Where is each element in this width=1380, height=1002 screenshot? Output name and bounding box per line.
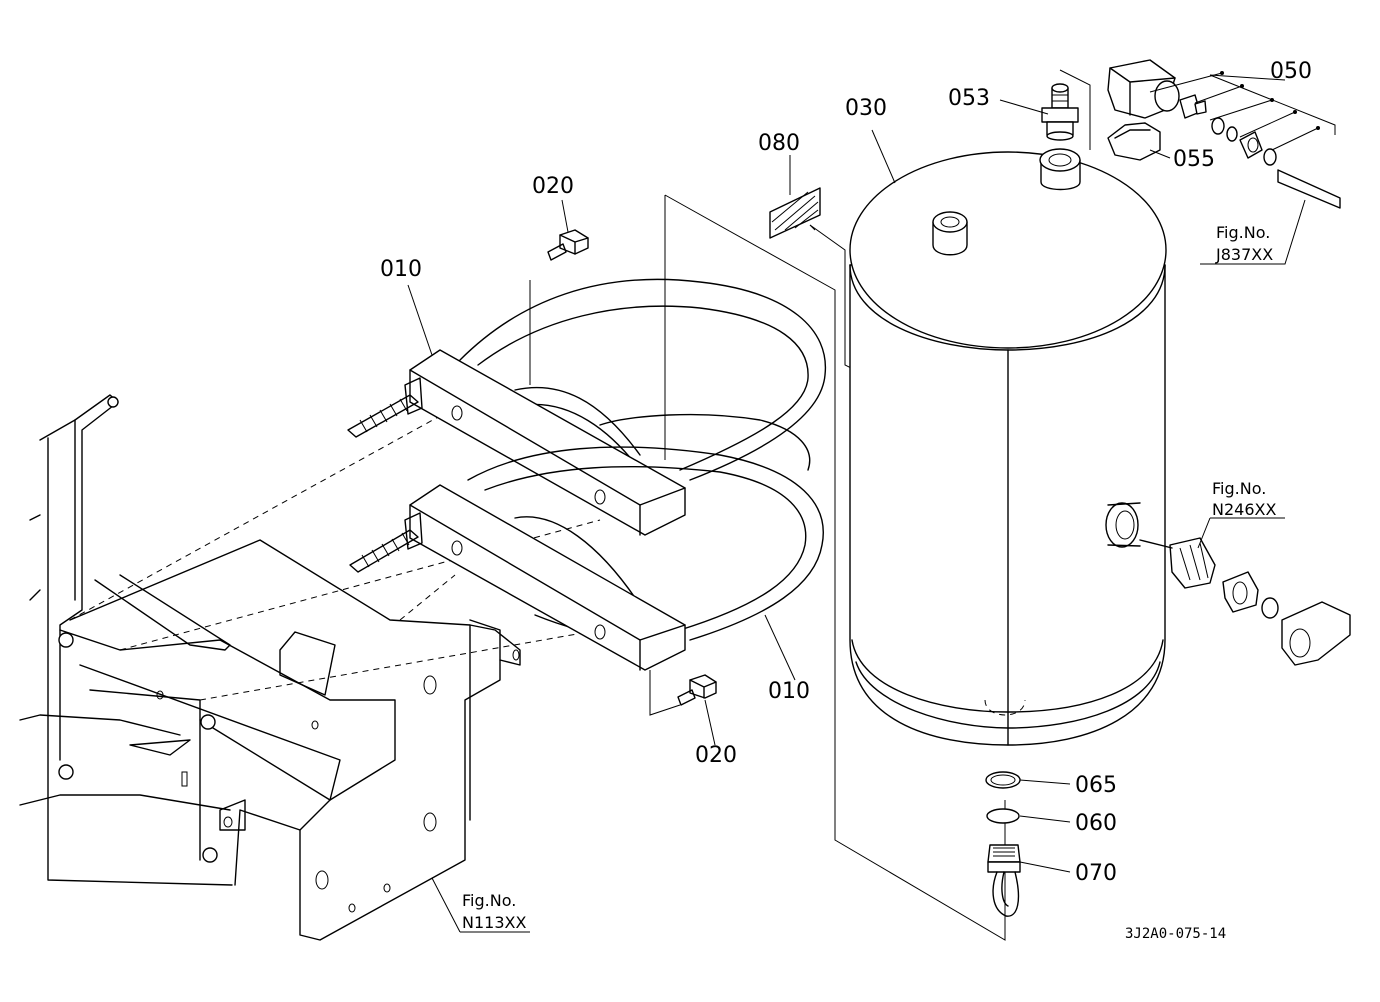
drain-parts: [985, 771, 1021, 917]
label-020-upper: 020: [532, 174, 574, 199]
drawing-code: 3J2A0-075-14: [1125, 926, 1226, 942]
figure-references: Fig.No. J837XX Fig.No. N246XX Fig.No. N1…: [462, 223, 1276, 932]
side-port-fittings: [1139, 537, 1351, 666]
warning-label-decal: [769, 187, 821, 239]
construction-lines: [664, 69, 1336, 941]
ref-n113-prefix: Fig.No.: [462, 891, 516, 910]
ref-n246-prefix: Fig.No.: [1212, 479, 1266, 498]
label-065: 065: [1075, 773, 1117, 798]
fitting-053: [1041, 83, 1079, 141]
label-070: 070: [1075, 861, 1117, 886]
label-010-lower: 010: [768, 679, 810, 704]
label-030: 030: [845, 96, 887, 121]
label-010-upper: 010: [380, 257, 422, 282]
label-053: 053: [948, 86, 990, 111]
label-050: 050: [1270, 59, 1312, 84]
lower-tank-strap: [349, 446, 824, 671]
valve-assembly-050: [1107, 59, 1341, 209]
mounting-guide-lines: [69, 280, 681, 716]
label-060: 060: [1075, 811, 1117, 836]
label-055: 055: [1173, 147, 1215, 172]
upper-tank-strap: [347, 278, 827, 536]
cap-055: [1107, 122, 1161, 161]
ref-n246-code: N246XX: [1212, 500, 1276, 519]
part-number-labels: 010 010 020 020 030 050 053 055 060 065 …: [380, 59, 1312, 886]
ref-j837-prefix: Fig.No.: [1216, 223, 1270, 242]
frame-bracket: [19, 394, 521, 941]
bolt-upper: [547, 229, 589, 261]
bolt-lower: [677, 674, 717, 706]
air-tank: [849, 148, 1167, 746]
leader-lines: [407, 74, 1306, 933]
ref-n113-code: N113XX: [462, 913, 526, 932]
label-020-lower: 020: [695, 743, 737, 768]
label-080: 080: [758, 131, 800, 156]
ref-j837-code: J837XX: [1215, 245, 1273, 264]
